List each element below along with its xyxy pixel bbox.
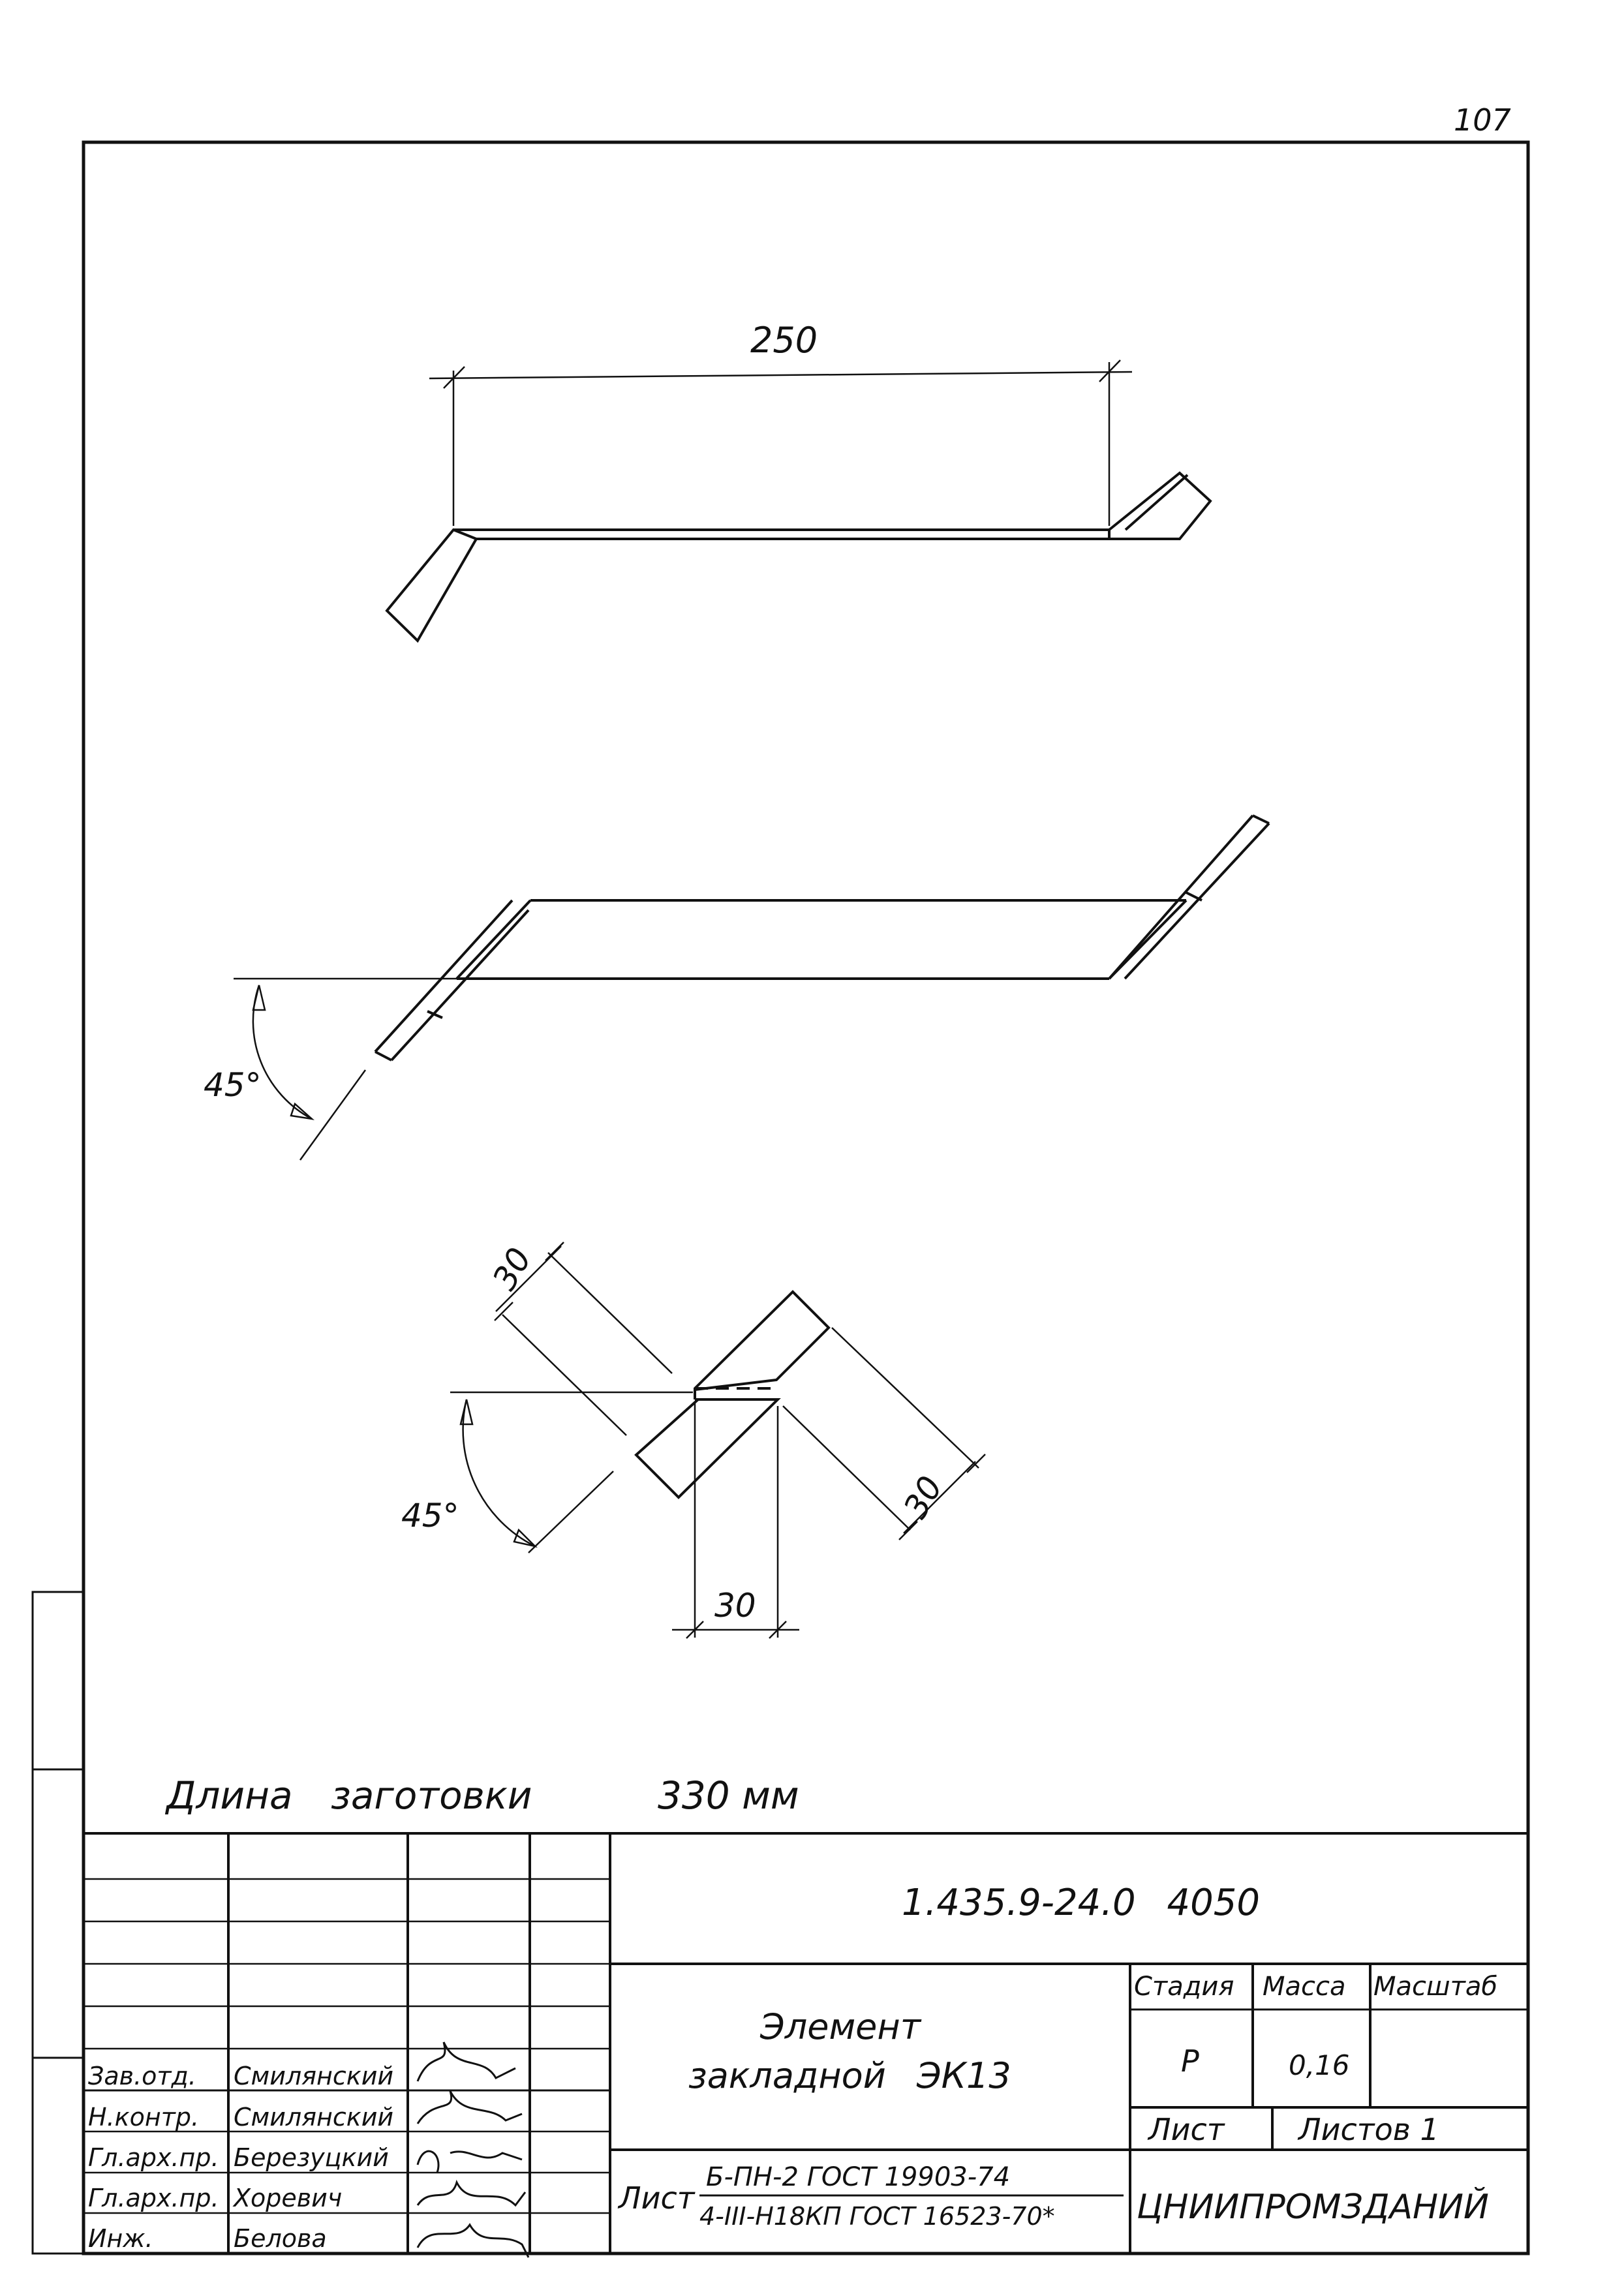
title-line-2: закладной ЭК13: [688, 2055, 1011, 2096]
signature-role: Н.контр.: [88, 2103, 199, 2132]
view-1-element: [385, 471, 1212, 643]
title-block-grid: [84, 1832, 1528, 2254]
view-3-dim-c: 30: [714, 1587, 756, 1625]
stage-value: Р: [1181, 2043, 1199, 2079]
column-mass: Масса: [1263, 1972, 1346, 2002]
view-2-angle-dimension: [234, 977, 457, 1161]
column-stage: Стадия: [1134, 1972, 1234, 2002]
organization-name: ЦНИИПРОМЗДАНИЙ: [1137, 2187, 1489, 2227]
signature-name: Смилянский: [234, 2103, 393, 2132]
signature-name: Белова: [234, 2224, 327, 2253]
drawing-frame: [82, 140, 1530, 2255]
sheet-label: Лист: [1147, 2112, 1225, 2147]
view-3-dim-a: 30: [485, 1242, 539, 1296]
material-bottom: 4-III-Н18КП ГОСТ 16523-70*: [699, 2202, 1055, 2231]
view-1-dimension: [429, 359, 1133, 526]
view-3-dim-b: 30: [896, 1470, 950, 1525]
blank-length-value: 330 мм: [658, 1773, 799, 1818]
signature-role: Гл.арх.пр.: [88, 2143, 219, 2172]
view-3-element: [634, 1290, 831, 1499]
signature-role: Зав.отд.: [88, 2062, 196, 2090]
sheets-count: Листов 1: [1297, 2112, 1439, 2147]
signature-name: Березуцкий: [234, 2143, 389, 2172]
view-3-angle-label: 45°: [401, 1497, 459, 1535]
page-number: 107: [1454, 102, 1511, 138]
handwritten-signatures: [416, 2041, 530, 2258]
blank-length-label: Длина заготовки: [164, 1773, 532, 1818]
view-2-angle-label: 45°: [204, 1066, 262, 1104]
view-3-dimensions: [450, 1242, 986, 1639]
view-1-dimension-value: 250: [750, 320, 818, 361]
material-prefix: Лист: [617, 2180, 696, 2216]
signature-name: Смилянский: [234, 2062, 393, 2090]
signature-name: Хоревич: [232, 2184, 342, 2212]
material-top: Б-ПН-2 ГОСТ 19903-74: [706, 2162, 1010, 2192]
signature-role: Гл.арх.пр.: [88, 2184, 219, 2212]
signature-rows: Зав.отд. Смилянский Н.контр. Смилянский …: [88, 2062, 393, 2253]
view-2-element: [374, 814, 1270, 1062]
document-code: 1.435.9-24.0 4050: [902, 1882, 1260, 1924]
mass-value: 0,16: [1289, 2049, 1350, 2081]
signature-role: Инж.: [88, 2224, 153, 2253]
title-line-1: Элемент: [759, 2006, 922, 2047]
margin-stamp: [31, 1591, 85, 2255]
column-scale: Масштаб: [1373, 1972, 1497, 2002]
